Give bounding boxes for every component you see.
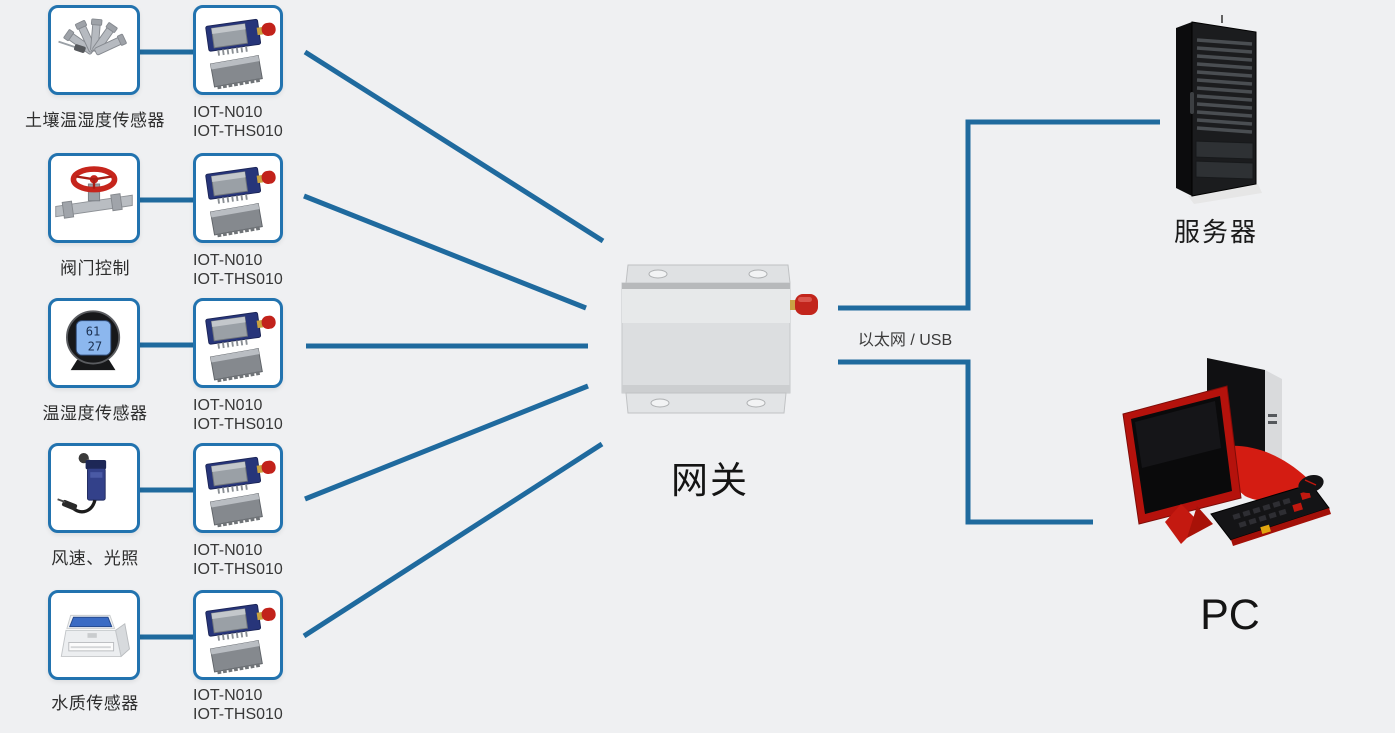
gateway-label: 网关 [671, 460, 749, 501]
connector-gateway-pc [838, 359, 1093, 525]
module-label-line1: IOT-N010 [193, 687, 263, 704]
sensor-box-valve [48, 153, 140, 243]
iot-module-icon [205, 311, 276, 383]
valve-icon [55, 166, 133, 219]
server-rack-icon [1176, 15, 1262, 204]
pc-icon [1122, 358, 1331, 546]
sensor-label-thermo: 温湿度传感器 [42, 404, 148, 423]
water-quality-sensor-icon [60, 614, 130, 658]
sensor-label-water-quality: 水质传感器 [51, 694, 139, 713]
connector-gateway-server [838, 119, 1160, 311]
module-label-line2: IOT-THS010 [193, 270, 283, 288]
module-box-0 [193, 5, 283, 95]
connector-module3-gateway [304, 383, 589, 502]
module-label-line2: IOT-THS010 [193, 122, 283, 140]
ethernet-usb-label: 以太网 / USB [857, 332, 953, 349]
gateway-device [620, 263, 820, 415]
module-box-2 [193, 298, 283, 388]
connector-module0-gateway [303, 49, 605, 244]
soil-probes-icon [58, 18, 127, 56]
module-label-line1: IOT-N010 [193, 397, 263, 414]
module-label-line2: IOT-THS010 [193, 415, 283, 433]
connector-module4-gateway [302, 441, 604, 639]
thermo-hygrometer-icon: 61 27 [66, 310, 121, 371]
antenna-connector [790, 300, 796, 310]
pc-workstation [1115, 356, 1335, 571]
module-label-2: IOT-N010 IOT-THS010 [193, 397, 313, 434]
module-label-line1: IOT-N010 [193, 104, 263, 121]
thermo-display-top: 61 [86, 325, 101, 339]
module-label-4: IOT-N010 IOT-THS010 [193, 687, 313, 724]
module-label-1: IOT-N010 IOT-THS010 [193, 252, 313, 289]
wind-light-sensor-icon [57, 453, 107, 514]
module-label-0: IOT-N010 IOT-THS010 [193, 104, 313, 141]
module-label-line1: IOT-N010 [193, 542, 263, 559]
server-rack [1166, 14, 1266, 204]
pc-mouse [1298, 474, 1324, 494]
sensor-label-wind-light: 风速、光照 [51, 549, 139, 568]
connector-module1-gateway [303, 193, 587, 311]
module-box-3 [193, 443, 283, 533]
sensor-box-wind-light [48, 443, 140, 533]
sensor-box-soil [48, 5, 140, 95]
sensor-box-water-quality [48, 590, 140, 680]
pc-label: PC [1200, 591, 1260, 639]
server-label: 服务器 [1173, 217, 1258, 247]
thermo-display-bottom: 27 [88, 339, 103, 353]
gateway-icon [621, 264, 818, 414]
iot-module-icon [205, 456, 276, 528]
module-box-1 [193, 153, 283, 243]
module-box-4 [193, 590, 283, 680]
iot-module-icon [205, 603, 276, 675]
iot-module-icon [205, 18, 276, 90]
module-label-line2: IOT-THS010 [193, 705, 283, 723]
sensor-label-valve: 阀门控制 [60, 259, 130, 278]
module-label-3: IOT-N010 IOT-THS010 [193, 542, 313, 579]
module-label-line1: IOT-N010 [193, 252, 263, 269]
iot-module-icon [205, 166, 276, 238]
sensor-box-thermo: 61 27 [48, 298, 140, 388]
module-label-line2: IOT-THS010 [193, 560, 283, 578]
sensor-label-soil: 土壤温湿度传感器 [25, 111, 165, 130]
